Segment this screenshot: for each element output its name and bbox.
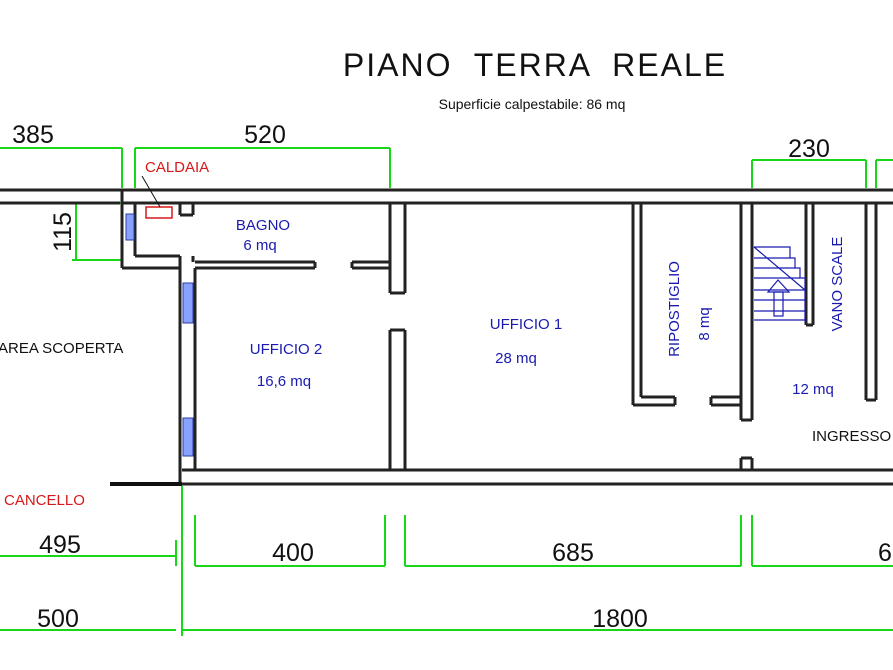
room-vano-scale-name: VANO SCALE	[829, 237, 846, 332]
dim-top-left: 385	[12, 121, 54, 149]
room-bagno-area: 6 mq	[243, 237, 276, 254]
plan-subtitle: Superficie calpestabile: 86 mq	[439, 96, 626, 112]
dim-bottom-1: 495	[39, 531, 81, 559]
room-bagno-name: BAGNO	[236, 217, 290, 234]
dim-top-right: 230	[788, 135, 830, 163]
staircase	[753, 246, 806, 322]
cancello-label: CANCELLO	[4, 492, 85, 509]
dim-left-vertical: 115	[49, 212, 77, 252]
room-ufficio1-name: UFFICIO 1	[490, 316, 563, 333]
room-ufficio2-area: 16,6 mq	[257, 373, 311, 390]
caldaia-marker	[141, 175, 173, 219]
room-ingresso-name: INGRESSO	[812, 428, 891, 445]
dim-bottom-3: 685	[552, 539, 594, 567]
dim-total-left: 500	[37, 605, 79, 633]
room-ufficio1-area: 28 mq	[495, 350, 537, 367]
room-vano-area: 12 mq	[792, 381, 834, 398]
room-ripostiglio-area: 8 mq	[696, 307, 713, 340]
dimension-lines	[0, 147, 893, 636]
dim-bottom-4: 6	[878, 539, 892, 567]
caldaia-label: CALDAIA	[145, 159, 209, 176]
dim-total-right: 1800	[592, 605, 648, 633]
dim-bottom-2: 400	[272, 539, 314, 567]
plan-title: PIANO TERRA REALE	[343, 47, 727, 83]
dim-top-middle: 520	[244, 121, 286, 149]
room-ufficio2-name: UFFICIO 2	[250, 341, 323, 358]
room-ripostiglio-name: RIPOSTIGLIO	[666, 261, 683, 357]
windows	[125, 213, 194, 457]
area-scoperta-label: AREA SCOPERTA	[0, 340, 123, 357]
walls	[0, 188, 893, 486]
